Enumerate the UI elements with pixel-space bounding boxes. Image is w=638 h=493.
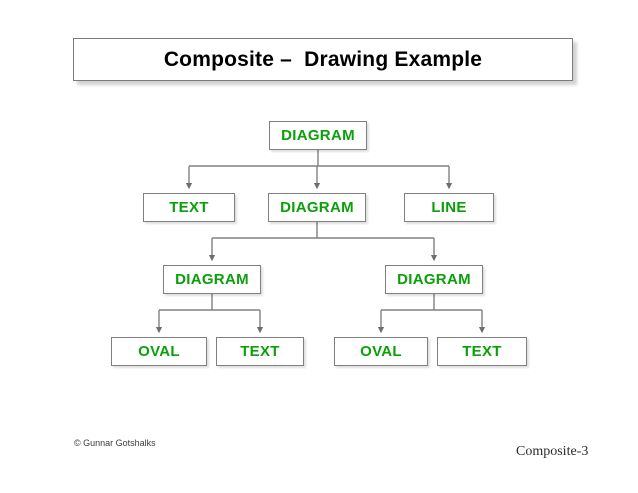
node-label: DIAGRAM	[281, 127, 355, 144]
node-box-diagram-n0[interactable]: DIAGRAM	[269, 121, 367, 150]
copyright-note: © Gunnar Gotshalks	[74, 438, 156, 448]
node-box-oval-n6[interactable]: OVAL	[111, 337, 207, 366]
node-box-text-n1[interactable]: TEXT	[143, 193, 235, 222]
node-label: DIAGRAM	[280, 199, 354, 216]
node-box-text-n7[interactable]: TEXT	[216, 337, 304, 366]
node-box-text-n9[interactable]: TEXT	[437, 337, 527, 366]
node-box-line-n3[interactable]: LINE	[404, 193, 494, 222]
node-label: OVAL	[138, 343, 180, 360]
node-label: TEXT	[462, 343, 502, 360]
edge-group	[155, 150, 486, 334]
slide-title-banner: Composite – Drawing Example	[73, 38, 573, 81]
node-box-diagram-n4[interactable]: DIAGRAM	[163, 265, 261, 294]
page-title: Composite – Drawing Example	[163, 47, 483, 71]
node-label: LINE	[431, 199, 467, 216]
node-box-diagram-n5[interactable]: DIAGRAM	[385, 265, 483, 294]
node-label: DIAGRAM	[397, 271, 471, 288]
node-label: TEXT	[240, 343, 280, 360]
node-box-oval-n8[interactable]: OVAL	[334, 337, 428, 366]
node-label: TEXT	[169, 199, 209, 216]
node-box-diagram-n2[interactable]: DIAGRAM	[268, 193, 366, 222]
node-label: DIAGRAM	[175, 271, 249, 288]
node-label: OVAL	[360, 343, 402, 360]
slide-id-label: Composite-3	[516, 444, 589, 459]
